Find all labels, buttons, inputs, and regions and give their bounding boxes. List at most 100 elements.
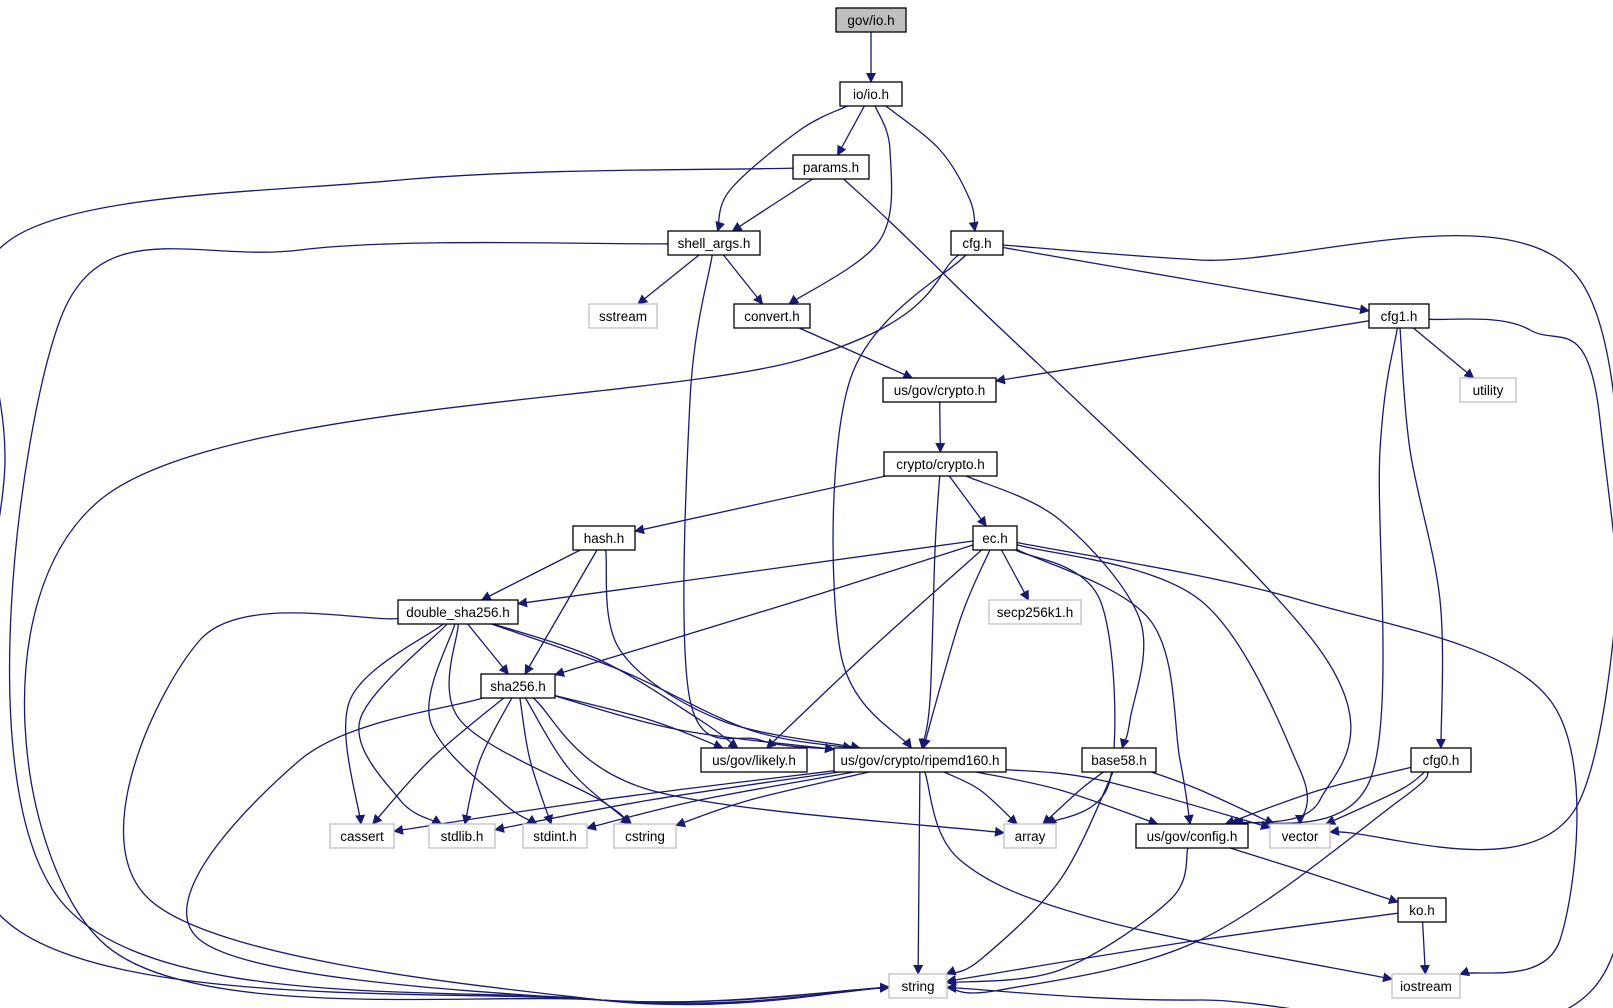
node-box <box>480 673 556 699</box>
node-label: convert.h <box>744 309 800 324</box>
node-label: gov/io.h <box>847 13 894 28</box>
node-box <box>1368 303 1430 329</box>
node-label: sha256.h <box>490 679 546 694</box>
edge-base58-to-array <box>1042 771 1104 825</box>
node-label: us/gov/config.h <box>1147 829 1238 844</box>
edge-shell_args-to-ripemd160 <box>683 254 835 754</box>
node-label: us/gov/crypto.h <box>894 383 986 398</box>
node-label: hash.h <box>584 531 625 546</box>
edge-sha256-to-cassert <box>372 697 505 825</box>
edge-cfg1-to-config <box>1229 327 1398 827</box>
node-box <box>950 230 1004 256</box>
edge-crypto_crypto-to-ec <box>948 475 987 527</box>
edge-sha256-to-cstring <box>524 697 633 825</box>
node-box <box>883 451 998 477</box>
node-hash[interactable]: hash.h <box>572 525 636 551</box>
node-label: array <box>1015 829 1046 844</box>
node-params[interactable]: params.h <box>792 154 870 180</box>
node-box <box>839 81 903 107</box>
edge-cfg-to-vector <box>1002 235 1613 851</box>
edge-base58-to-vector <box>1151 771 1275 825</box>
edge-cfg1-to-string <box>946 318 1613 1008</box>
node-cfg1[interactable]: cfg1.h <box>1368 303 1430 329</box>
node-box <box>833 747 1007 773</box>
edge-ripemd160-to-cassert <box>393 770 835 835</box>
node-ko[interactable]: ko.h <box>1397 897 1447 923</box>
node-likely[interactable]: us/gov/likely.h <box>700 747 808 773</box>
edge-io_io-to-shell_args <box>715 105 848 232</box>
edge-crypto_crypto-to-ripemd160 <box>918 475 941 749</box>
edge-sha256-to-stdlib <box>462 697 513 825</box>
edge-ec-to-iostream <box>1016 541 1578 977</box>
node-cfg0[interactable]: cfg0.h <box>1410 747 1472 773</box>
edge-ec-to-array <box>1014 549 1116 825</box>
edge-hash-to-sha256 <box>524 549 598 675</box>
edge-ripemd160-to-iostream <box>924 771 1393 983</box>
edge-sha256-to-stdint <box>519 697 553 825</box>
node-io-io[interactable]: io/io.h <box>839 81 903 107</box>
node-box <box>888 973 948 999</box>
node-double-sha256[interactable]: double_sha256.h <box>397 599 519 625</box>
node-label: us/gov/crypto/ripemd160.h <box>840 753 999 768</box>
node-ec[interactable]: ec.h <box>972 525 1018 551</box>
node-crypto-crypto[interactable]: crypto/crypto.h <box>883 451 998 477</box>
node-array: array <box>1003 823 1057 849</box>
node-box <box>700 747 808 773</box>
node-label: crypto/crypto.h <box>896 457 985 472</box>
edge-ripemd160-to-stdlib <box>494 771 840 833</box>
node-sha256[interactable]: sha256.h <box>480 673 556 699</box>
node-box <box>835 7 907 33</box>
node-cfg[interactable]: cfg.h <box>950 230 1004 256</box>
node-box <box>792 154 870 180</box>
node-label: ko.h <box>1409 903 1435 918</box>
edge-io_io-to-params <box>837 105 865 156</box>
node-label: cfg1.h <box>1381 309 1418 324</box>
edge-io_io-to-cfg <box>885 105 979 232</box>
node-ripemd160[interactable]: us/gov/crypto/ripemd160.h <box>833 747 1007 773</box>
node-label: stdint.h <box>533 829 577 844</box>
node-box <box>972 525 1018 551</box>
edge-double_sha256-to-likely <box>493 623 739 749</box>
node-stdint: stdint.h <box>522 823 588 849</box>
node-base58[interactable]: base58.h <box>1081 747 1157 773</box>
node-box <box>882 377 997 403</box>
node-convert[interactable]: convert.h <box>733 303 811 329</box>
edge-ripemd160-to-array <box>943 771 1018 825</box>
edge-ec-to-secp256k1 <box>1000 549 1030 601</box>
node-utility: utility <box>1459 377 1517 403</box>
edge-sha256-to-array <box>532 697 1005 837</box>
edge-sha256-to-ripemd160 <box>554 695 835 754</box>
edge-config-to-string <box>946 847 1189 987</box>
edge-double_sha256-to-cassert <box>345 623 444 825</box>
node-cstring: cstring <box>613 823 677 849</box>
node-label: params.h <box>803 160 859 175</box>
edge-crypto_crypto-to-hash <box>634 475 887 535</box>
edge-ripemd160-to-string <box>913 771 924 975</box>
node-label: cfg0.h <box>1423 753 1460 768</box>
edge-us_crypto-to-crypto_crypto <box>935 401 946 453</box>
edge-double_sha256-to-cstring <box>448 623 631 825</box>
node-box <box>1003 823 1057 849</box>
node-label: ec.h <box>982 531 1008 546</box>
edge-ko-to-iostream <box>1419 921 1430 975</box>
edge-cfg0-to-vector <box>1325 771 1425 825</box>
edge-cfg1-to-cfg0 <box>1399 327 1446 749</box>
edge-ripemd160-to-vector <box>1005 768 1271 830</box>
node-label: cstring <box>625 829 665 844</box>
node-config[interactable]: us/gov/config.h <box>1135 823 1249 849</box>
node-label: secp256k1.h <box>997 605 1074 620</box>
node-stdlib: stdlib.h <box>428 823 496 849</box>
edge-base58-to-string <box>945 771 1114 976</box>
node-box <box>613 823 677 849</box>
node-box <box>667 230 761 256</box>
node-us-crypto[interactable]: us/gov/crypto.h <box>882 377 997 403</box>
node-shell-args[interactable]: shell_args.h <box>667 230 761 256</box>
edge-double_sha256-to-stdlib <box>358 623 448 825</box>
node-label: us/gov/likely.h <box>712 753 796 768</box>
node-box <box>988 599 1082 625</box>
node-label: stdlib.h <box>441 829 484 844</box>
node-gov-io[interactable]: gov/io.h <box>835 7 907 33</box>
edge-ec-to-vector <box>1016 544 1309 825</box>
edge-double_sha256-to-ripemd160 <box>491 623 853 752</box>
